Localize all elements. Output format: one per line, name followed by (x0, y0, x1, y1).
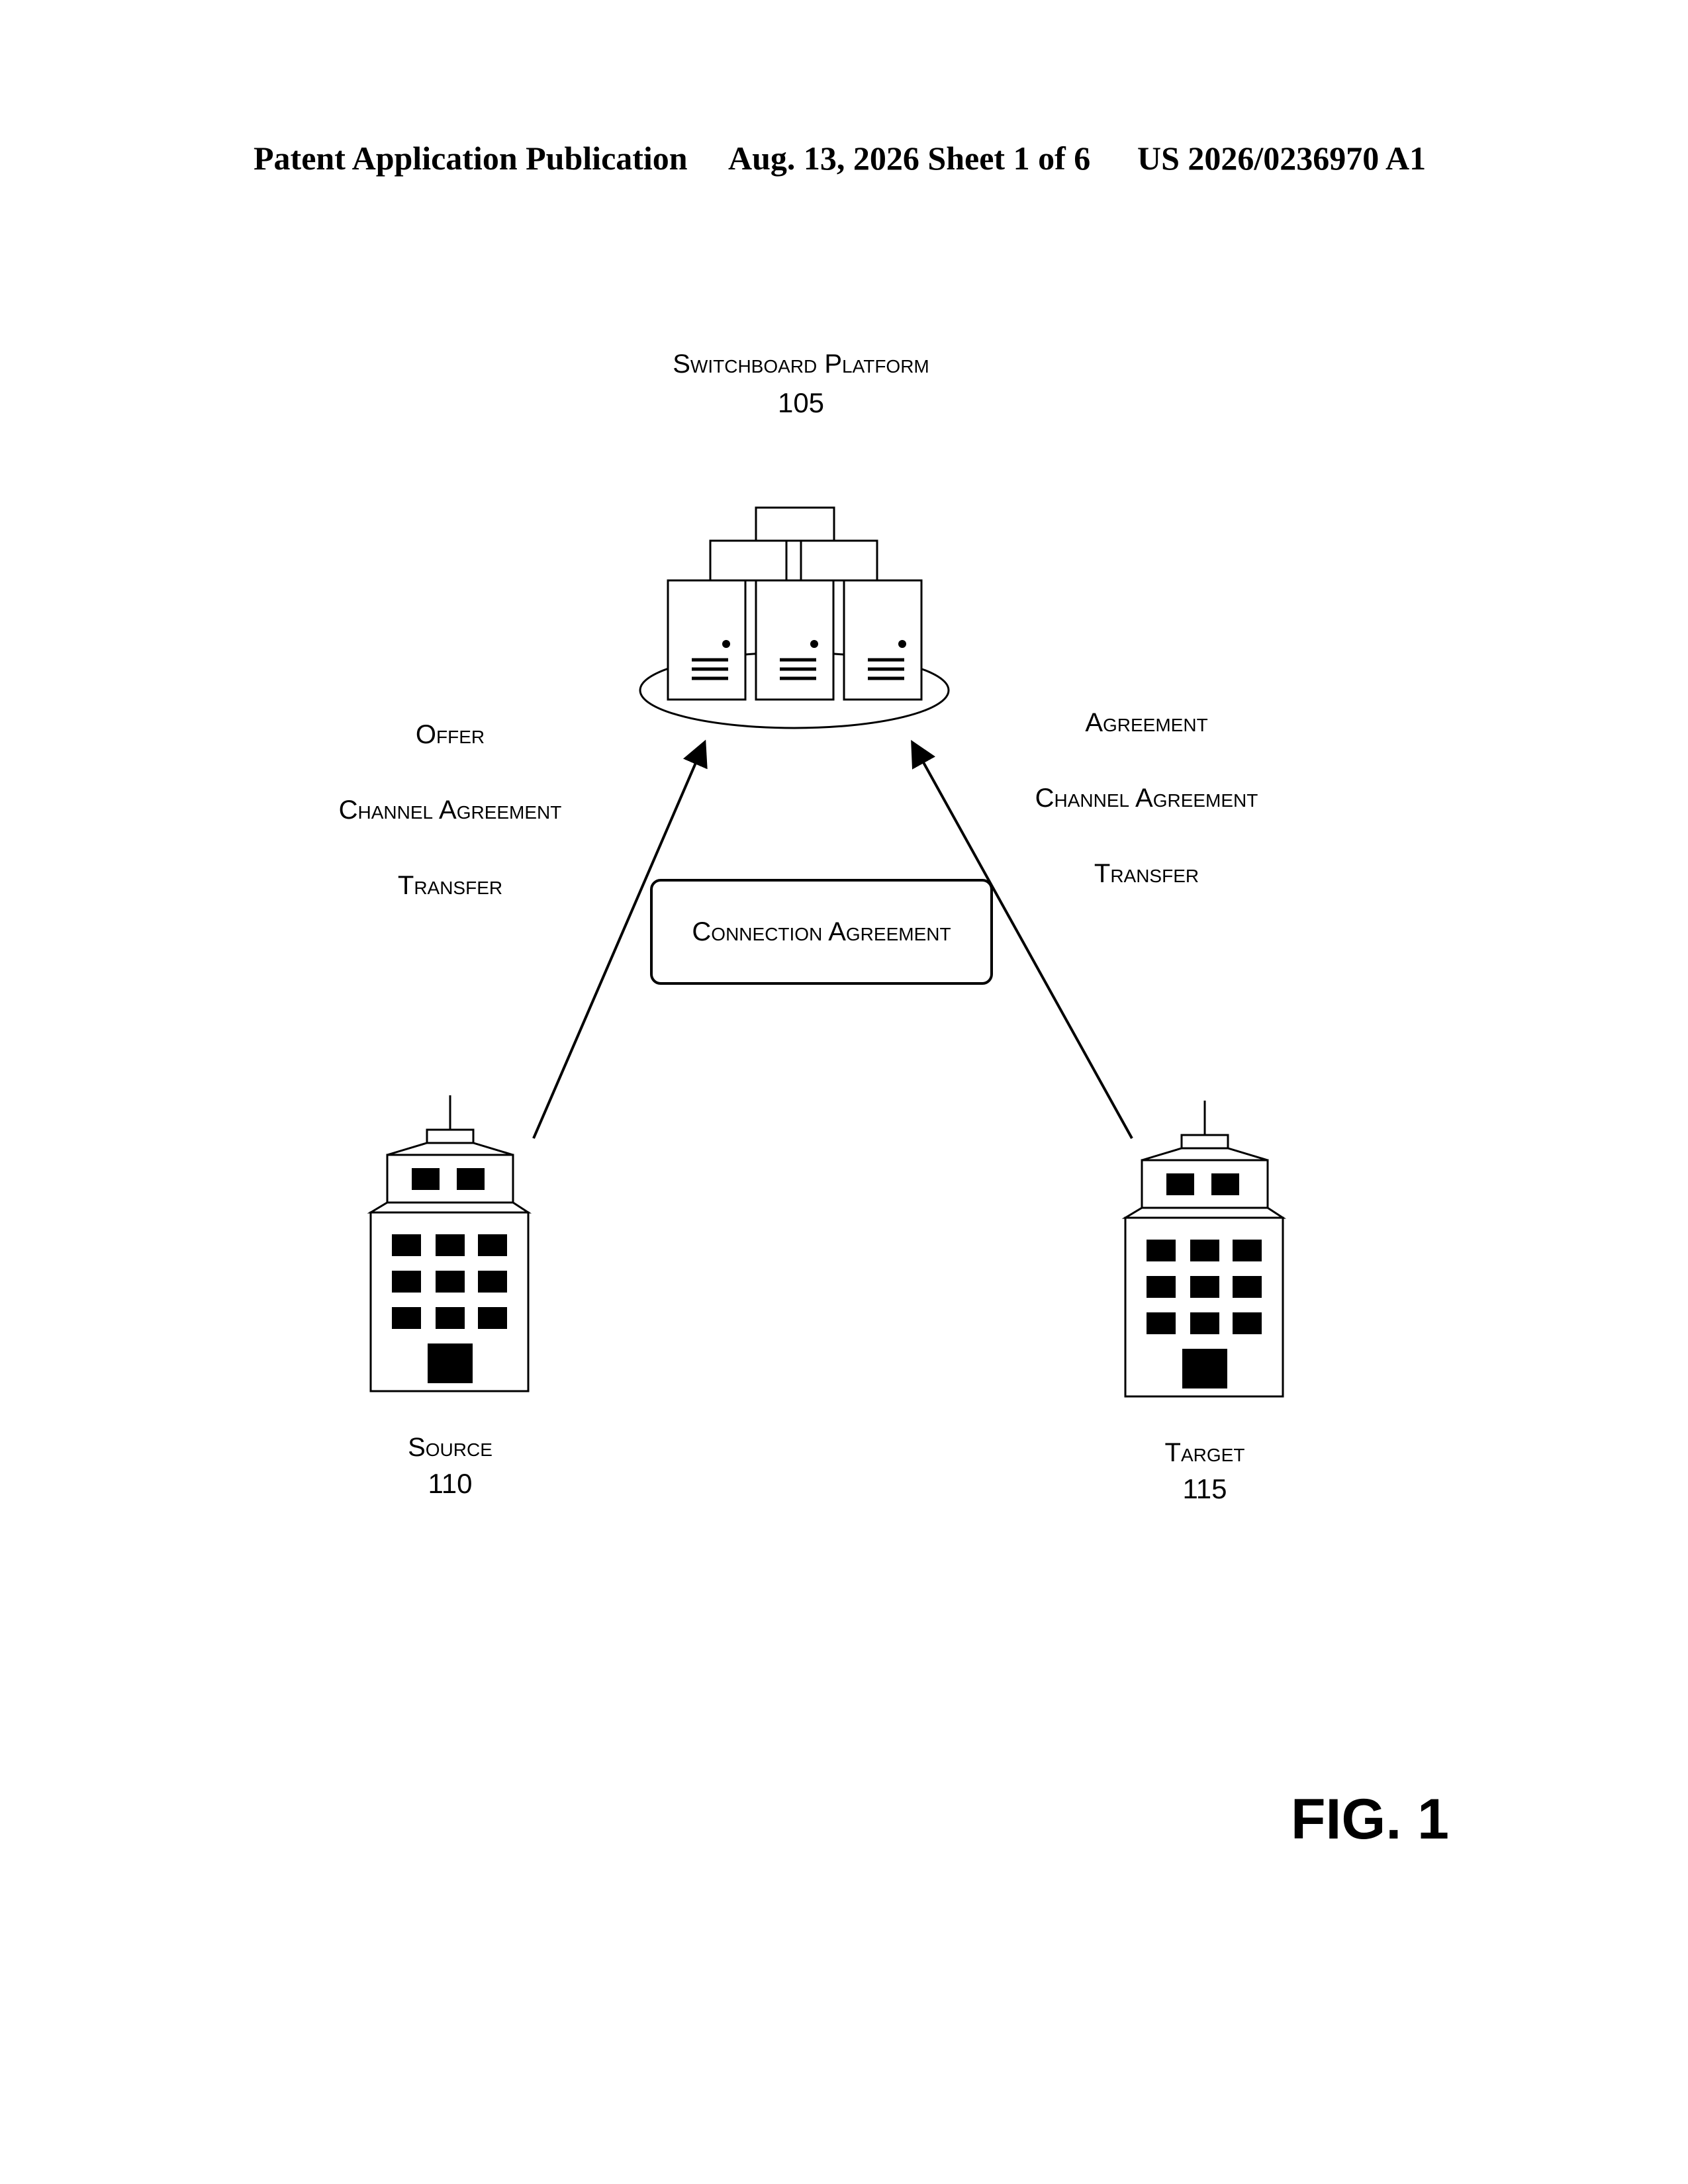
source-number: 110 (428, 1468, 473, 1500)
platform-number: 105 (778, 387, 824, 419)
server-icon (844, 580, 921, 700)
server-cluster-icon (640, 508, 949, 728)
platform-title: Switchboard Platform (673, 349, 929, 379)
left-label-offer: Offer (416, 720, 485, 749)
target-building-icon (1125, 1101, 1283, 1396)
left-label-transfer: Transfer (398, 871, 502, 900)
right-label-agreement: Agreement (1085, 708, 1207, 737)
figure-label: FIG. 1 (1291, 1787, 1449, 1852)
target-title: Target (1165, 1438, 1245, 1467)
server-icon (668, 580, 745, 700)
left-label-channel-agreement: Channel Agreement (339, 796, 562, 825)
source-title: Source (408, 1433, 492, 1462)
server-icon (756, 580, 833, 700)
connection-agreement-box: Connection Agreement (650, 879, 993, 985)
source-building-icon (371, 1095, 528, 1391)
target-number: 115 (1183, 1473, 1227, 1505)
connection-agreement-label: Connection Agreement (692, 917, 951, 947)
right-label-transfer: Transfer (1094, 859, 1199, 888)
right-label-channel-agreement: Channel Agreement (1035, 784, 1258, 813)
